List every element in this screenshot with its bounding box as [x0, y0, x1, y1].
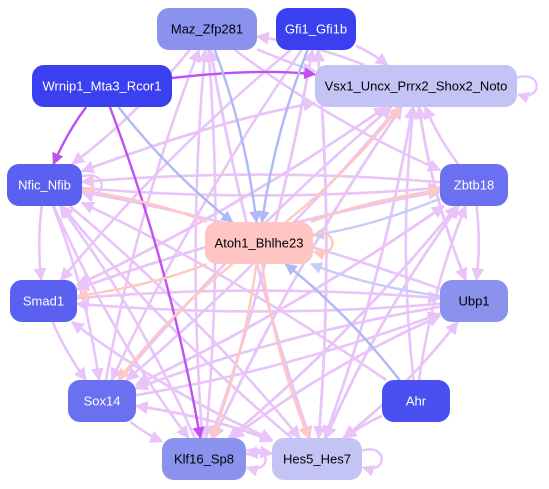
- node-nfic[interactable]: Nfic_Nfib: [7, 164, 82, 206]
- node-box-zbtb[interactable]: [440, 164, 508, 206]
- node-gfi[interactable]: Gfi1_Gfi1b: [276, 8, 356, 50]
- edge-ahr-to-atoh: [284, 263, 401, 381]
- edge-hes-to-vsx: [323, 105, 417, 439]
- node-label-vsx: Vsx1_Uncx_Prrx2_Shox2_Noto: [325, 78, 508, 93]
- node-box-klf[interactable]: [162, 438, 246, 480]
- edge-smad-to-sox: [51, 321, 88, 382]
- node-zbtb[interactable]: Zbtb18: [440, 164, 508, 206]
- node-label-smad: Smad1: [23, 293, 64, 308]
- edge-klf-to-vsx: [212, 105, 403, 439]
- node-label-zbtb: Zbtb18: [454, 177, 494, 192]
- edges-layer: [33, 31, 538, 477]
- edge-vsx-to-klf: [212, 106, 403, 440]
- node-label-gfi: Gfi1_Gfi1b: [285, 21, 347, 36]
- node-box-maz[interactable]: [157, 8, 257, 50]
- edge-ahr-to-zbtb: [417, 204, 468, 381]
- edge-smad-to-vsx: [76, 105, 387, 287]
- node-box-ubp[interactable]: [440, 280, 508, 322]
- node-box-wrnip[interactable]: [32, 65, 172, 107]
- edge-zbtb-to-nfic: [80, 173, 441, 188]
- edge-nfic-to-smad: [33, 205, 47, 282]
- node-wrnip[interactable]: Wrnip1_Mta3_Rcor1: [32, 65, 172, 107]
- node-klf[interactable]: Klf16_Sp8: [162, 438, 246, 480]
- edge-hes-to-zbtb: [324, 204, 460, 439]
- node-label-maz: Maz_Zfp281: [171, 21, 243, 36]
- node-sox[interactable]: Sox14: [68, 380, 136, 422]
- node-label-ubp: Ubp1: [458, 293, 489, 308]
- edge-ubp-to-atoh: [309, 262, 441, 298]
- edge-klf-to-ubp: [231, 314, 442, 440]
- self-loop-hes: [361, 448, 383, 477]
- edge-maz-to-nfic: [71, 49, 191, 166]
- edge-nfic-to-zbtb: [81, 182, 442, 197]
- edge-zbtb-to-ubp: [471, 205, 485, 282]
- node-label-wrnip: Wrnip1_Mta3_Rcor1: [43, 78, 162, 93]
- edge-hes-to-smad: [70, 320, 273, 441]
- edge-wrnip-to-klf: [108, 106, 205, 440]
- node-label-nfic: Nfic_Nfib: [18, 177, 71, 192]
- edge-atoh-to-smad: [75, 262, 208, 301]
- node-maz[interactable]: Maz_Zfp281: [157, 8, 257, 50]
- edge-maz-to-zbtb: [234, 48, 442, 172]
- node-box-sox[interactable]: [68, 380, 136, 422]
- edge-atoh-to-sox: [117, 263, 234, 381]
- edge-atoh-to-klf: [210, 263, 258, 440]
- edge-klf-to-nfic: [59, 204, 196, 439]
- node-label-ahr: Ahr: [406, 393, 427, 408]
- self-loop-atoh: [312, 232, 334, 261]
- edge-gfi-to-sox: [110, 49, 303, 382]
- node-label-hes: Hes5_Hes7: [283, 451, 351, 466]
- self-loop-klf: [245, 448, 267, 477]
- edge-gfi-to-atoh: [257, 49, 309, 224]
- edge-ubp-to-smad: [75, 298, 441, 313]
- node-box-hes[interactable]: [272, 438, 362, 480]
- edge-atoh-to-hes: [260, 263, 311, 440]
- edge-hes-to-nfic: [60, 204, 293, 439]
- edge-sox-to-ubp: [135, 311, 442, 397]
- node-hes[interactable]: Hes5_Hes7: [272, 438, 362, 480]
- edge-ahr-to-vsx: [404, 105, 419, 381]
- edge-ubp-to-sox: [134, 305, 441, 391]
- self-loop-nfic: [81, 174, 103, 203]
- node-atoh[interactable]: Atoh1_Bhlhe23: [205, 222, 313, 264]
- edge-wrnip-to-atoh: [117, 106, 234, 223]
- node-ahr[interactable]: Ahr: [382, 380, 450, 422]
- node-label-atoh: Atoh1_Bhlhe23: [215, 235, 304, 250]
- node-label-sox: Sox14: [84, 393, 121, 408]
- node-ubp[interactable]: Ubp1: [440, 280, 508, 322]
- edge-wrnip-to-nfic: [52, 106, 88, 166]
- edge-klf-to-maz: [194, 48, 211, 439]
- edge-ahr-to-hes: [343, 414, 383, 440]
- node-label-klf: Klf16_Sp8: [174, 451, 234, 466]
- node-box-ahr[interactable]: [382, 380, 450, 422]
- edge-sox-to-klf: [129, 420, 164, 443]
- edge-nfic-to-hes: [68, 205, 301, 440]
- self-loop-vsx: [516, 75, 538, 104]
- edge-hes-to-klf: [244, 446, 273, 460]
- edge-nfic-to-vsx: [81, 98, 317, 173]
- node-box-nfic[interactable]: [7, 164, 82, 206]
- edge-gfi-to-vsx: [355, 44, 389, 67]
- edge-ahr-to-nfic: [80, 201, 387, 382]
- node-box-gfi[interactable]: [276, 8, 356, 50]
- edge-atoh-to-vsx: [284, 106, 401, 223]
- edge-atoh-to-zbtb: [310, 185, 442, 224]
- edge-maz-to-atoh: [213, 49, 262, 224]
- edge-wrnip-to-vsx: [171, 67, 317, 80]
- node-box-smad[interactable]: [10, 280, 77, 322]
- node-box-atoh[interactable]: [205, 222, 313, 264]
- node-box-vsx[interactable]: [315, 65, 517, 107]
- node-smad[interactable]: Smad1: [10, 280, 77, 322]
- node-vsx[interactable]: Vsx1_Uncx_Prrx2_Shox2_Noto: [315, 65, 517, 107]
- edge-hes-to-sox: [134, 401, 273, 443]
- edge-zbtb-to-vsx: [423, 105, 460, 165]
